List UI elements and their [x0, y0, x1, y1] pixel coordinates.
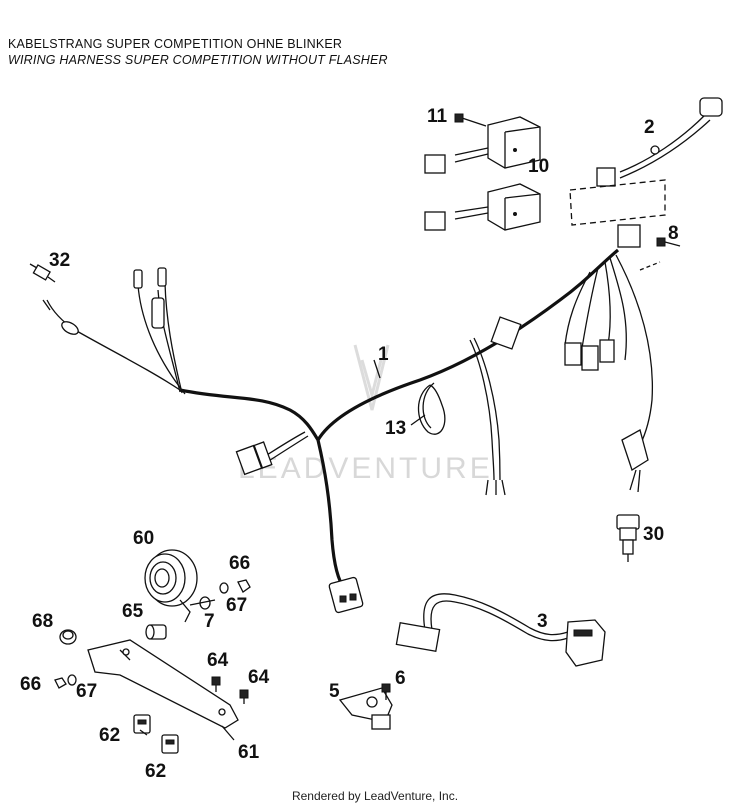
callout-68: 68	[32, 611, 53, 632]
callout-13: 13	[385, 418, 406, 439]
callout-8: 8	[668, 223, 679, 244]
callout-7: 7	[204, 611, 215, 632]
part-3-cable-switch	[395, 593, 606, 667]
callout-labels: 1 2 3 5 6 7 8 10 11 13 30 32 60 61 62 62…	[20, 106, 679, 782]
part-66-nut-upper	[237, 579, 251, 593]
callout-64-b: 64	[248, 667, 270, 688]
callout-61: 61	[238, 742, 260, 763]
callout-67-upper: 67	[226, 595, 247, 616]
callout-2: 2	[644, 117, 655, 138]
part-5-bracket	[338, 687, 393, 730]
footer-credit: Rendered by LeadVenture, Inc.	[291, 789, 459, 803]
part-61-bracket	[87, 639, 239, 729]
part-32-fuse	[29, 263, 56, 283]
part-66-nut-lower	[54, 677, 67, 689]
watermark-text: LEADVENTURE	[238, 452, 493, 485]
part-68-plug	[59, 629, 77, 645]
callout-1: 1	[378, 344, 389, 365]
part-7-washer	[189, 596, 216, 610]
callout-5: 5	[329, 681, 340, 702]
leader-lines	[139, 359, 426, 741]
part-6-screw	[381, 683, 391, 700]
callout-60: 60	[133, 528, 154, 549]
callout-3: 3	[537, 611, 548, 632]
callout-67-lower: 67	[76, 681, 97, 702]
diagram-title-english: WIRING HARNESS SUPER COMPETITION WITHOUT…	[8, 53, 388, 67]
part-10-relay	[424, 116, 541, 231]
callout-65: 65	[122, 601, 144, 622]
part-2-cable	[569, 97, 723, 226]
callout-62-lower: 62	[145, 761, 166, 782]
callout-10: 10	[528, 156, 549, 177]
callout-30: 30	[643, 524, 664, 545]
part-11-screw	[454, 113, 487, 127]
diagram-title-german: KABELSTRANG SUPER COMPETITION OHNE BLINK…	[8, 37, 343, 51]
part-60-horn	[144, 549, 198, 623]
part-13-cable-tie	[417, 382, 446, 435]
callout-6: 6	[395, 668, 406, 689]
callout-64-a: 64	[207, 650, 229, 671]
callout-66-upper: 66	[229, 553, 250, 574]
part-8-bolt	[639, 237, 681, 271]
callout-66-lower: 66	[20, 674, 41, 695]
callout-32: 32	[49, 250, 70, 271]
part-67-washer-upper	[219, 582, 229, 594]
part-65-bushing	[145, 624, 167, 640]
part-30-sensor	[616, 514, 640, 562]
harness-connectors	[42, 224, 649, 614]
part-64-screw-b	[239, 689, 249, 704]
main-wiring-harness	[46, 248, 654, 591]
callout-11: 11	[427, 106, 448, 127]
part-62-clip-lower	[161, 734, 179, 754]
part-62-clip-upper	[133, 714, 151, 734]
part-64-screw-a	[211, 676, 221, 692]
part-67-washer-lower	[67, 674, 77, 686]
callout-62-upper: 62	[99, 725, 120, 746]
